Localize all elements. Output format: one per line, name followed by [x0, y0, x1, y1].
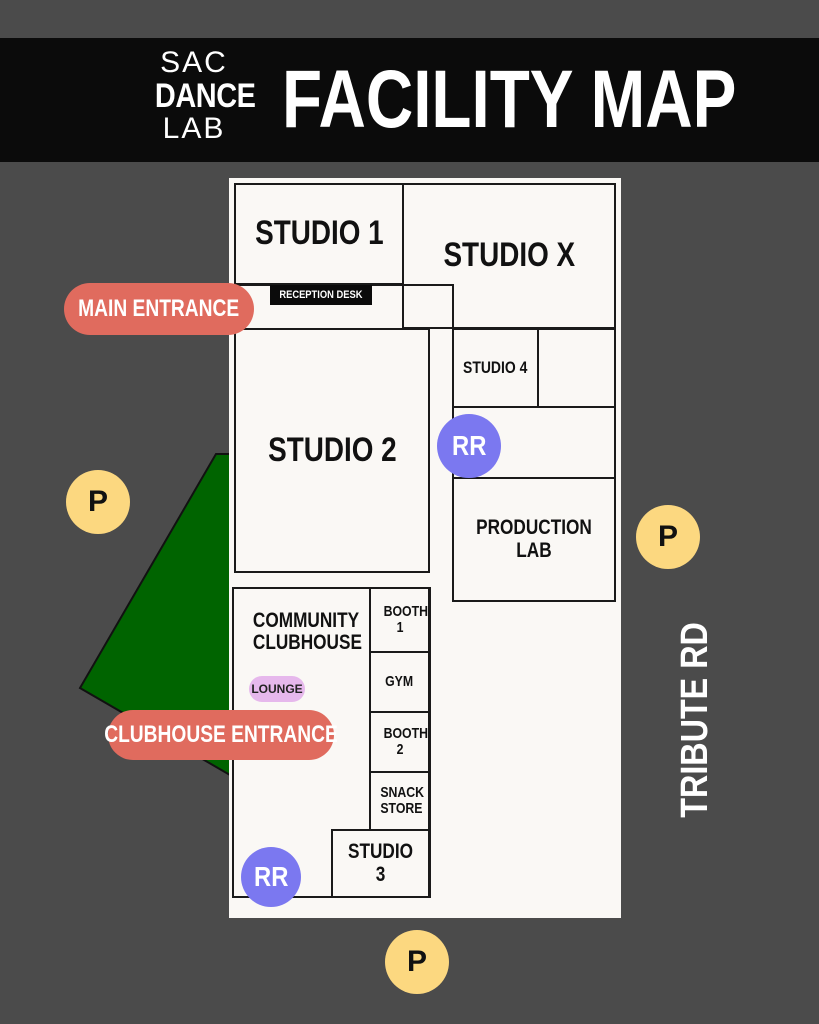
room-studio-x-label: STUDIO X [443, 236, 575, 275]
lounge-badge[interactable]: LOUNGE [249, 676, 305, 702]
reception-desk: RECEPTION DESK [270, 285, 372, 305]
parking-marker-west[interactable]: P [66, 470, 130, 534]
road-label-text: TRIBUTE RD [673, 622, 716, 818]
page-title: FACILITY MAP [282, 54, 737, 145]
lounge-label: LOUNGE [251, 682, 303, 696]
room-booth-2[interactable]: BOOTH 2 [369, 711, 430, 773]
room-studio-3-label: STUDIO 3 [347, 840, 414, 886]
parking-marker-east[interactable]: P [636, 505, 700, 569]
restroom-marker-lower[interactable]: RR [241, 847, 301, 907]
parking-label: P [87, 485, 108, 518]
reception-desk-label: RECEPTION DESK [279, 289, 363, 301]
room-studio-2[interactable]: STUDIO 2 [234, 328, 430, 573]
room-community-clubhouse-label: COMMUNITY CLUBHOUSE [252, 608, 362, 654]
room-production-lab[interactable]: PRODUCTION LAB [452, 477, 616, 602]
logo-line-3: LAB [162, 112, 226, 145]
room-snack-store-label: SNACK STORE [379, 784, 424, 817]
parking-label: P [657, 520, 678, 553]
logo-line-2: DANCE [154, 77, 256, 115]
road-label-tribute-rd: TRIBUTE RD [670, 622, 720, 818]
restroom-label: RR [451, 430, 487, 461]
room-gym[interactable]: GYM [369, 651, 430, 713]
main-entrance-badge[interactable]: MAIN ENTRANCE [64, 283, 254, 335]
logo-line-1: SAC [160, 46, 228, 79]
main-entrance-label: MAIN ENTRANCE [78, 295, 240, 322]
room-studio-4-label: STUDIO 4 [463, 358, 528, 378]
room-snack-store[interactable]: SNACK STORE [369, 771, 430, 831]
restroom-marker-upper[interactable]: RR [437, 414, 501, 478]
clubhouse-entrance-label: CLUBHOUSE ENTRANCE [104, 721, 338, 748]
room-unlabeled-1 [537, 328, 616, 408]
room-community-clubhouse[interactable]: COMMUNITY CLUBHOUSE [234, 600, 362, 664]
room-booth-1-label: BOOTH 1 [383, 603, 428, 636]
room-booth-2-label: BOOTH 2 [383, 725, 428, 758]
clubhouse-entrance-badge[interactable]: CLUBHOUSE ENTRANCE [104, 710, 338, 760]
room-studio-1[interactable]: STUDIO 1 [234, 183, 404, 285]
room-studio-x[interactable]: STUDIO X [402, 183, 616, 329]
parking-label: P [406, 945, 427, 978]
sac-dance-lab-logo: SAC DANCE LAB [148, 46, 256, 145]
room-gym-label: GYM [385, 673, 414, 691]
room-production-lab-label: PRODUCTION LAB [476, 516, 592, 562]
room-studio-1-label: STUDIO 1 [254, 214, 384, 253]
parking-marker-south[interactable]: P [385, 930, 449, 994]
restroom-label: RR [253, 861, 289, 892]
room-studio-2-label: STUDIO 2 [267, 430, 397, 469]
room-booth-1[interactable]: BOOTH 1 [369, 587, 430, 653]
room-studio-4[interactable]: STUDIO 4 [452, 328, 539, 408]
header-bar [0, 38, 819, 162]
room-studio-3[interactable]: STUDIO 3 [331, 829, 430, 898]
